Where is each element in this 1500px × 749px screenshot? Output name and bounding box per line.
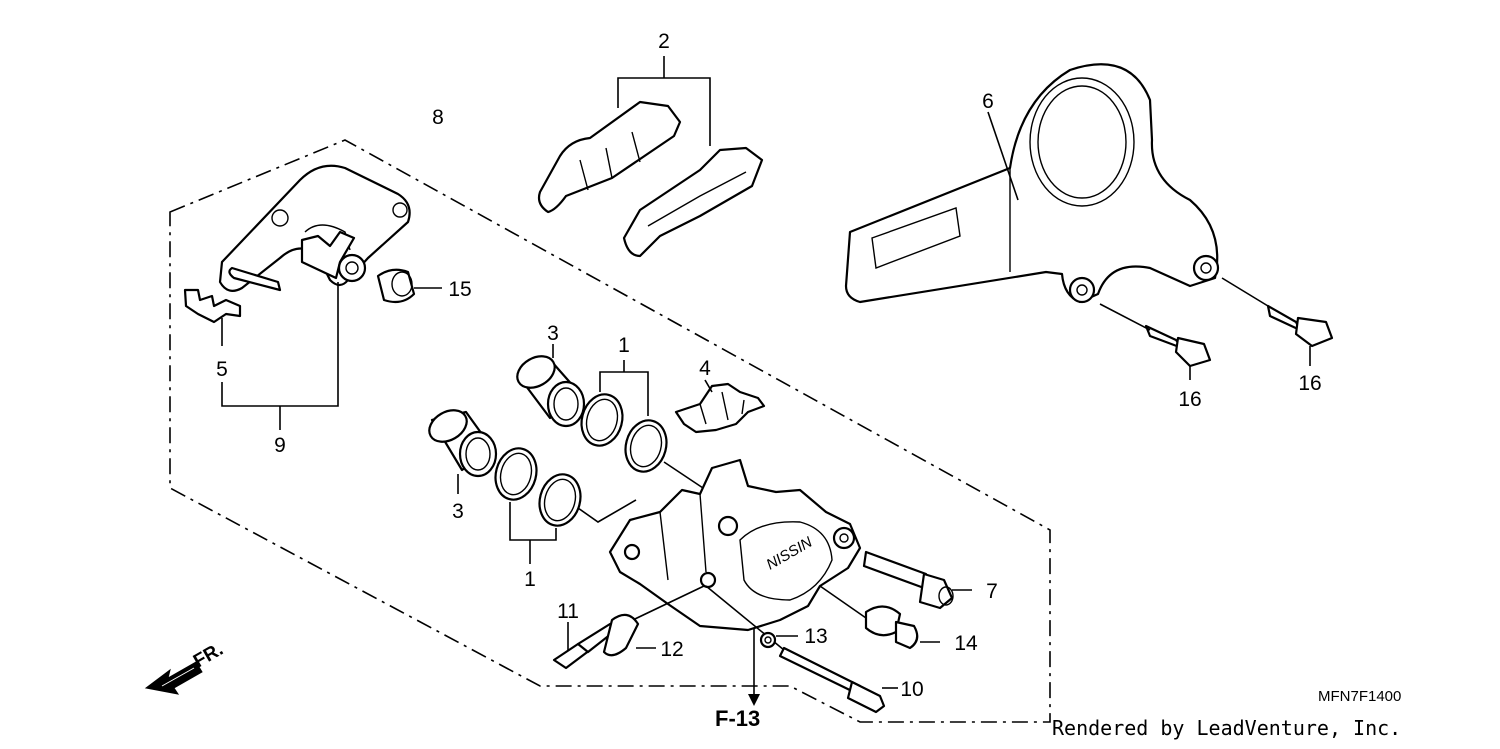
front-direction-arrow: FR. (144, 639, 227, 695)
pad-spring-part-5[interactable] (183, 288, 242, 324)
reference-arrowhead (748, 694, 760, 706)
seal-part-1-a[interactable] (576, 390, 628, 451)
callout-4: 4 (699, 357, 711, 380)
bolt-part-16-left[interactable] (1144, 324, 1212, 368)
callout-3-upper: 3 (547, 322, 559, 345)
callout-1-lower: 1 (524, 568, 536, 591)
callout-6: 6 (982, 90, 994, 113)
reference-label: F-13 (715, 706, 761, 731)
washer-part-13[interactable] (759, 631, 777, 649)
callout-16-left: 16 (1178, 388, 1201, 411)
callout-11: 11 (557, 600, 579, 623)
pin-bolt-part-7[interactable] (862, 550, 954, 610)
callout-8: 8 (432, 106, 444, 129)
callout-5: 5 (216, 358, 228, 381)
caliper-bracket-part[interactable] (218, 164, 411, 293)
pin-part-10[interactable] (778, 646, 886, 714)
callout-1-upper: 1 (618, 334, 630, 357)
callout-3-lower: 3 (452, 500, 464, 523)
assembly-boundary (169, 139, 1051, 723)
seal-part-1-b[interactable] (620, 416, 672, 477)
seal-part-1-c[interactable] (490, 444, 542, 505)
piston-part-3-lower[interactable] (424, 404, 498, 478)
caliper-body[interactable]: NISSIN (608, 458, 862, 632)
callout-2: 2 (658, 30, 670, 53)
boot-part-15[interactable] (376, 268, 416, 304)
callout-9: 9 (274, 434, 286, 457)
seal-part-1-d[interactable] (534, 470, 586, 531)
caliper-hanger-part-6[interactable] (844, 63, 1220, 304)
callout-7: 7 (986, 580, 998, 603)
cap-part-12[interactable] (602, 613, 640, 657)
pad-spring-part-4[interactable] (674, 382, 766, 434)
credit-text: Rendered by LeadVenture, Inc. (1052, 716, 1402, 740)
piston-part-3-upper[interactable] (512, 350, 586, 428)
callout-10: 10 (900, 678, 923, 701)
callout-15: 15 (448, 278, 471, 301)
callout-12: 12 (660, 638, 683, 661)
callout-16-right: 16 (1298, 372, 1321, 395)
bolt-part-16-right[interactable] (1266, 304, 1334, 348)
diagram-code: MFN7F1400 (1318, 688, 1402, 705)
pin-part-14[interactable] (864, 605, 919, 650)
callout-13: 13 (804, 625, 827, 648)
callout-14: 14 (954, 632, 978, 655)
brake-pads-part-2[interactable] (537, 100, 764, 258)
